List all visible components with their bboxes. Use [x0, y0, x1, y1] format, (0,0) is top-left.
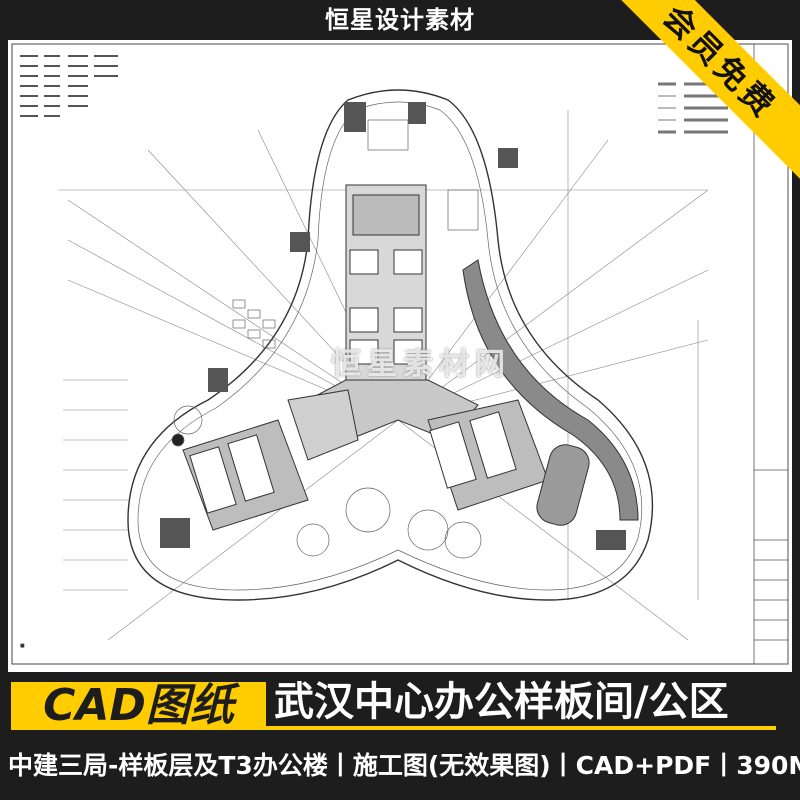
floor-plan-drawing: ■	[11, 43, 789, 665]
product-title: 武汉中心办公样板间/公区	[274, 679, 729, 725]
footer-banner: CAD图纸 武汉中心办公样板间/公区 中建三局-样板层及T3办公楼丨施工图(无效…	[0, 672, 800, 800]
left-wing	[182, 389, 359, 531]
cad-tag: CAD图纸	[11, 682, 266, 730]
watermark-logo: 恒星素材网	[331, 347, 511, 382]
columns	[160, 102, 626, 550]
product-subtitle: 中建三局-样板层及T3办公楼丨施工图(无效果图)丨CAD+PDF丨390M	[8, 751, 800, 780]
furniture	[171, 119, 482, 559]
cad-drawing-sheet: ■ 恒星素材网	[8, 40, 792, 672]
legend-block	[20, 55, 118, 117]
accent-underline	[266, 726, 776, 730]
curved-facade	[462, 259, 639, 521]
right-wing	[427, 399, 590, 526]
building-outline	[127, 89, 654, 601]
drawing-caption-mark: ■	[20, 643, 25, 649]
